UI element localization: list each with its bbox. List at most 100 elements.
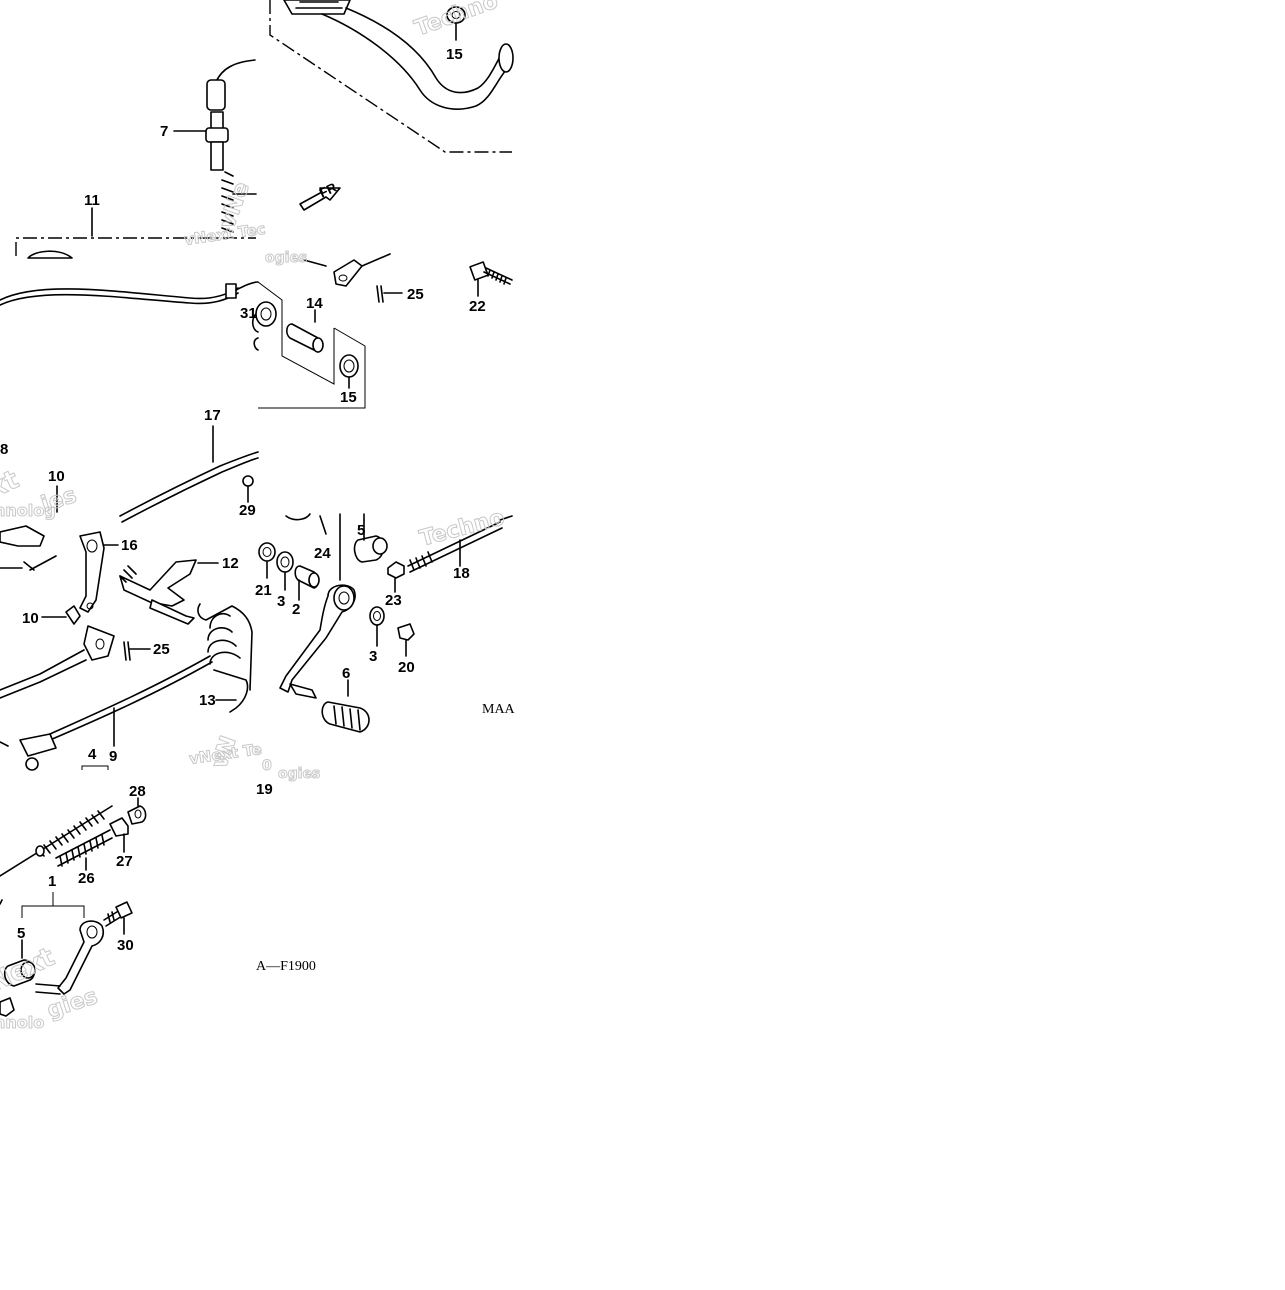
callout-30: 30: [117, 937, 134, 954]
link-pin: [35, 983, 61, 995]
watermark-text: ogies: [278, 766, 320, 782]
tile-lower-right: Techno: [387, 505, 513, 657]
callout-16: 16: [121, 537, 138, 554]
callout-29: 29: [239, 502, 256, 519]
part-16-arm: [79, 531, 105, 613]
callout-7: 7: [160, 123, 168, 140]
tile-bottom-left: Next gies hnolo: [0, 797, 147, 1033]
part-22-bolt-thread: [483, 267, 513, 285]
callout-19: 19: [256, 781, 273, 798]
part-26-spring-coils: [59, 834, 105, 867]
tile-middle-right: [469, 261, 513, 297]
part-18-end: [499, 515, 513, 521]
watermark-text: Techno: [417, 505, 507, 552]
bracket-4: [81, 765, 109, 770]
callout-15: 15: [446, 46, 463, 63]
part-22-bolt-head: [469, 261, 489, 281]
callout-5: 5: [357, 522, 365, 539]
part-6-shift-arm-boss: [333, 585, 355, 611]
part-31-washer-hole: [260, 307, 272, 321]
part-12-shaft: [119, 559, 197, 607]
part-9-rod-b: [49, 661, 213, 741]
rod-upper: [0, 649, 85, 691]
part-15-seal-b: [339, 354, 359, 378]
clevis-link: [303, 259, 327, 267]
tile-top-left: vNext Tec vNe: [15, 59, 267, 259]
tile-middle-left: xt ies hnolog: [0, 281, 259, 523]
part-2-collar-end: [308, 572, 320, 588]
callout-26: 26: [78, 870, 95, 887]
callout-labels: 7 11 15 FR. 31 14 25 15 22 17 8 10 29 16…: [0, 46, 516, 974]
callout-1: 1: [48, 873, 56, 890]
cable-top: [215, 59, 256, 83]
figure-code-right: MAA: [482, 702, 516, 717]
fragment-line: [0, 899, 3, 905]
part-7-collar: [205, 127, 229, 143]
callout-6: 6: [342, 665, 350, 682]
rod-end: [19, 733, 57, 757]
callout-3: 3: [277, 593, 285, 610]
callout-27: 27: [116, 853, 133, 870]
tile-lower-middle: ogies 0: [258, 513, 388, 783]
part-25-cotter-pin: [376, 285, 384, 303]
watermark-text: 0: [262, 758, 272, 774]
clevis-part: [83, 625, 115, 661]
part-28-nut-hole: [134, 809, 142, 819]
part-1-thread: [37, 810, 105, 857]
callout-25: 25: [407, 286, 424, 303]
bracket-1: [21, 905, 85, 918]
callout-22: 22: [469, 298, 486, 315]
part-18-thread: [409, 551, 433, 571]
part-6-rubber: [321, 701, 370, 733]
pedal-pad-ridges: [295, 1, 343, 9]
part-20-cap: [397, 623, 415, 641]
part-16-arm-pin: [86, 602, 94, 610]
callout-4: 4: [88, 746, 97, 763]
callout-31: 31: [240, 305, 257, 322]
callout-23: 23: [385, 592, 402, 609]
clevis-hole: [338, 274, 348, 282]
part-28-nut: [127, 805, 147, 825]
part-12-spline: [119, 565, 137, 583]
part-29-pin: [242, 475, 254, 487]
pedal-arm-inner: [345, 7, 505, 94]
pedal-boss: [498, 43, 514, 73]
bolt-small: [23, 555, 57, 571]
tile-lower-left: vNext Te vN: [0, 525, 263, 773]
part-3-seal-hole: [280, 556, 290, 568]
pedal-arm: [321, 13, 507, 110]
part-21-washer-hole: [262, 547, 272, 557]
clevis-part-hole: [95, 638, 105, 650]
pedal-pad-edge: [27, 250, 73, 259]
callout-10: 10: [48, 468, 65, 485]
part-5-joint-b-eye: [20, 961, 36, 979]
curve-fragment: [285, 513, 311, 521]
callout-12: 12: [222, 555, 239, 572]
bracket-11: [15, 237, 256, 256]
clip-part: [0, 525, 45, 547]
shift-peg: [289, 683, 317, 699]
part-25-cotter-pin-b: [123, 641, 131, 661]
part-24-rod: [319, 515, 327, 535]
part-10-pin: [65, 605, 81, 625]
callout-20: 20: [398, 659, 415, 676]
part-14-bushing-end: [312, 337, 324, 353]
front-direction-arrow-icon: [299, 187, 341, 211]
part-13-spring-leg: [197, 603, 253, 691]
rod-lower: [0, 659, 87, 699]
part-1-arm-hole: [86, 925, 98, 939]
callout-15b: 15: [340, 389, 357, 406]
watermark-text: Next: [0, 942, 59, 998]
part-30-bolt: [103, 909, 123, 927]
callout-11: 11: [84, 192, 100, 209]
cable-joint: [206, 79, 226, 111]
part-3-seal-b: [369, 606, 385, 626]
tile-top-middle: Techno: [269, 0, 514, 211]
part-15-seal-b-hole: [343, 359, 355, 373]
callout-24: 24: [314, 545, 331, 562]
brake-cable-lower: [0, 292, 239, 306]
part-23-nut: [387, 561, 405, 579]
callout-10b: 10: [22, 610, 39, 627]
part-12-axle: [149, 599, 195, 625]
